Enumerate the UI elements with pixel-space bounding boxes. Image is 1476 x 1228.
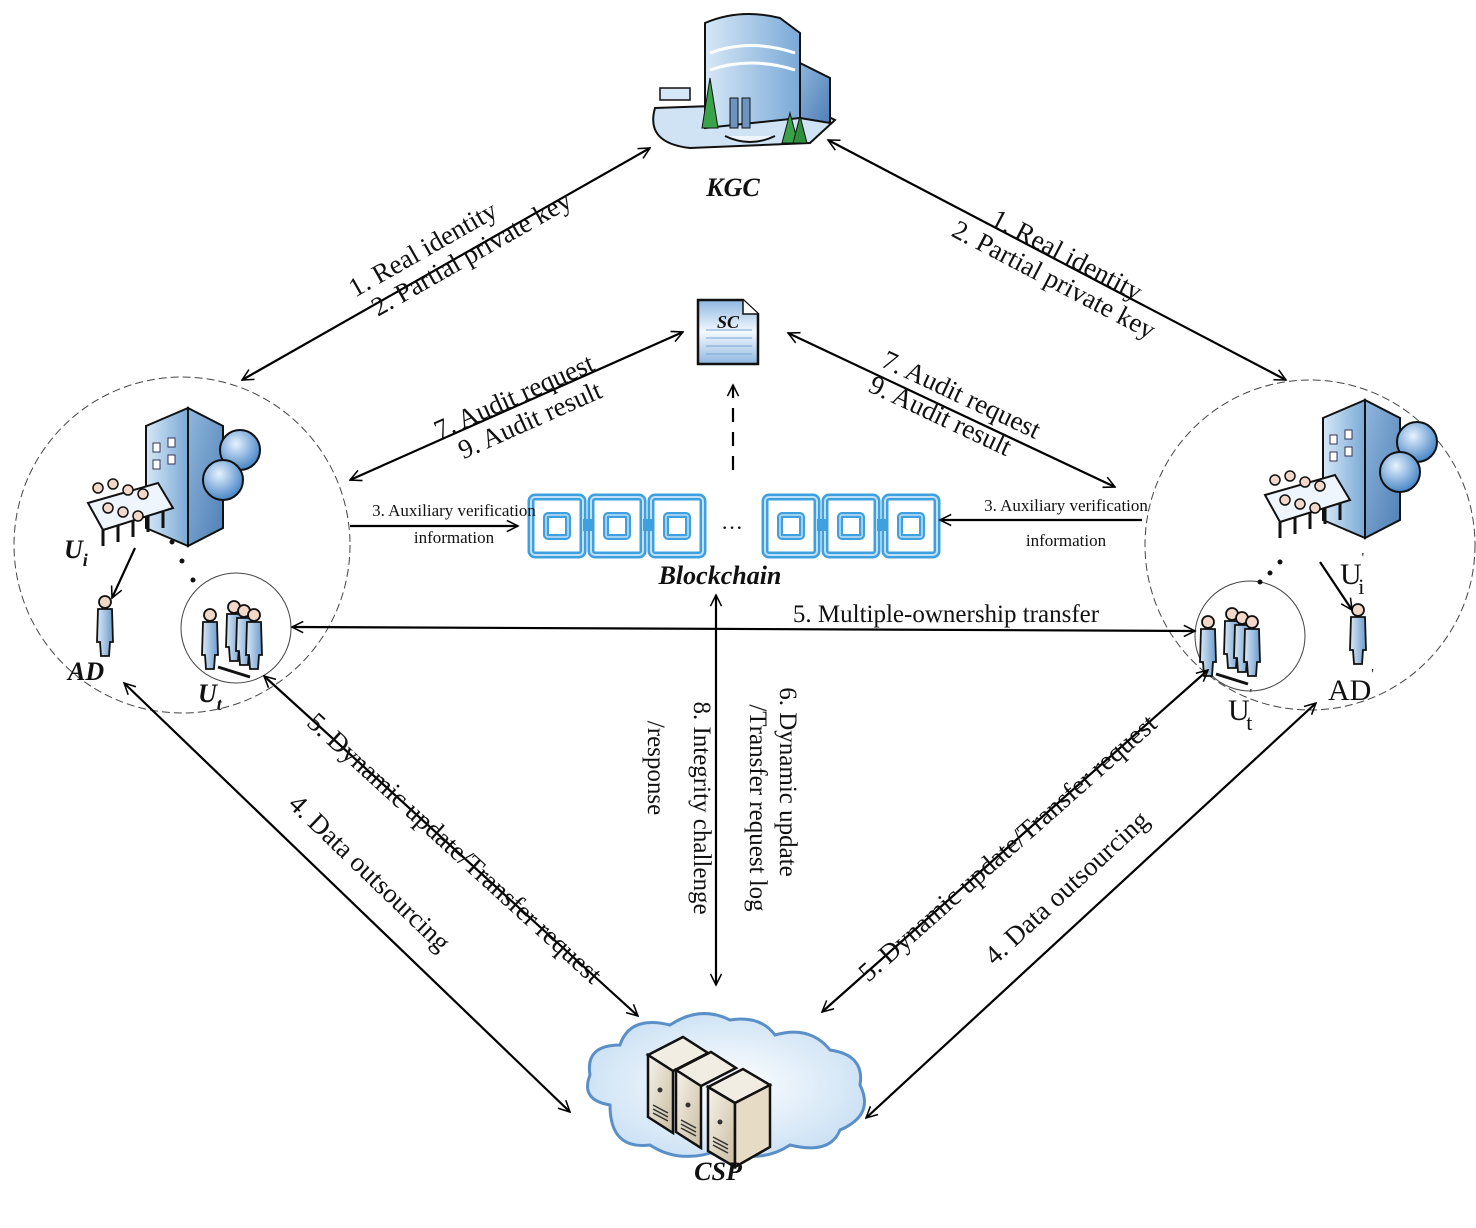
left-aux-label-2: information (414, 528, 495, 547)
right-data-outsourcing-arrow (866, 703, 1316, 1118)
right-dot-2 (1267, 570, 1273, 576)
csp-label: CSP (694, 1157, 743, 1186)
left-org-label: Ui (64, 535, 88, 570)
left-domain-boundary (13, 376, 351, 714)
sc-label: SC (717, 312, 740, 332)
left-dot-2 (179, 558, 185, 564)
chain-ellipsis: ··· (721, 515, 743, 540)
chain-csp-label-2: /Transfer request log (744, 704, 771, 912)
left-org-to-ad-arrow (112, 547, 136, 598)
sc-right-arrow (788, 333, 1115, 487)
right-org-label: U'i (1340, 551, 1364, 599)
left-ad-label: AD (66, 657, 104, 686)
right-dot-1 (1277, 559, 1283, 565)
chain-csp-label-3: 8. Integrity challenge (688, 701, 715, 914)
left-users-label: Ut (198, 679, 223, 714)
chain-csp-label-4: /response (642, 721, 669, 815)
right-ad-person-icon (1349, 603, 1367, 665)
smart-contract-document-icon (696, 298, 760, 366)
chain-csp-label-1: 6. Dynamic update (774, 687, 801, 877)
kgc-building-icon (652, 13, 837, 150)
left-dot-3 (190, 577, 196, 583)
right-org-to-ad-arrow (1319, 561, 1352, 610)
left-dot-1 (169, 539, 175, 545)
right-users-label: U't (1228, 687, 1252, 735)
left-ad-person-icon (96, 595, 114, 657)
blockchain-icon (531, 497, 937, 555)
sc-left-arrow (350, 332, 683, 480)
right-aux-label-1: 3. Auxiliary verification (984, 496, 1148, 515)
kgc-right-arrow (828, 139, 1286, 381)
left-users-group-icon (202, 601, 262, 677)
kgc-label: KGC (705, 173, 760, 202)
left-aux-label-1: 3. Auxiliary verification (372, 501, 536, 520)
blockchain-label: Blockchain (658, 561, 782, 590)
left-organization-icon (86, 406, 262, 548)
right-organization-icon (1263, 398, 1439, 540)
kgc-left-arrow (242, 147, 650, 381)
left-data-outsourcing-arrow (124, 683, 570, 1112)
right-users-group-icon (1200, 608, 1260, 684)
right-ad-label: AD' (1328, 667, 1374, 707)
right-aux-label-2: information (1026, 531, 1107, 550)
right-dot-3 (1257, 579, 1263, 585)
multiple-ownership-transfer-arrow (292, 627, 1195, 631)
csp-cloud-server-icon (586, 1012, 866, 1170)
multiple-ownership-transfer-label: 5. Multiple-ownership transfer (793, 601, 1100, 628)
